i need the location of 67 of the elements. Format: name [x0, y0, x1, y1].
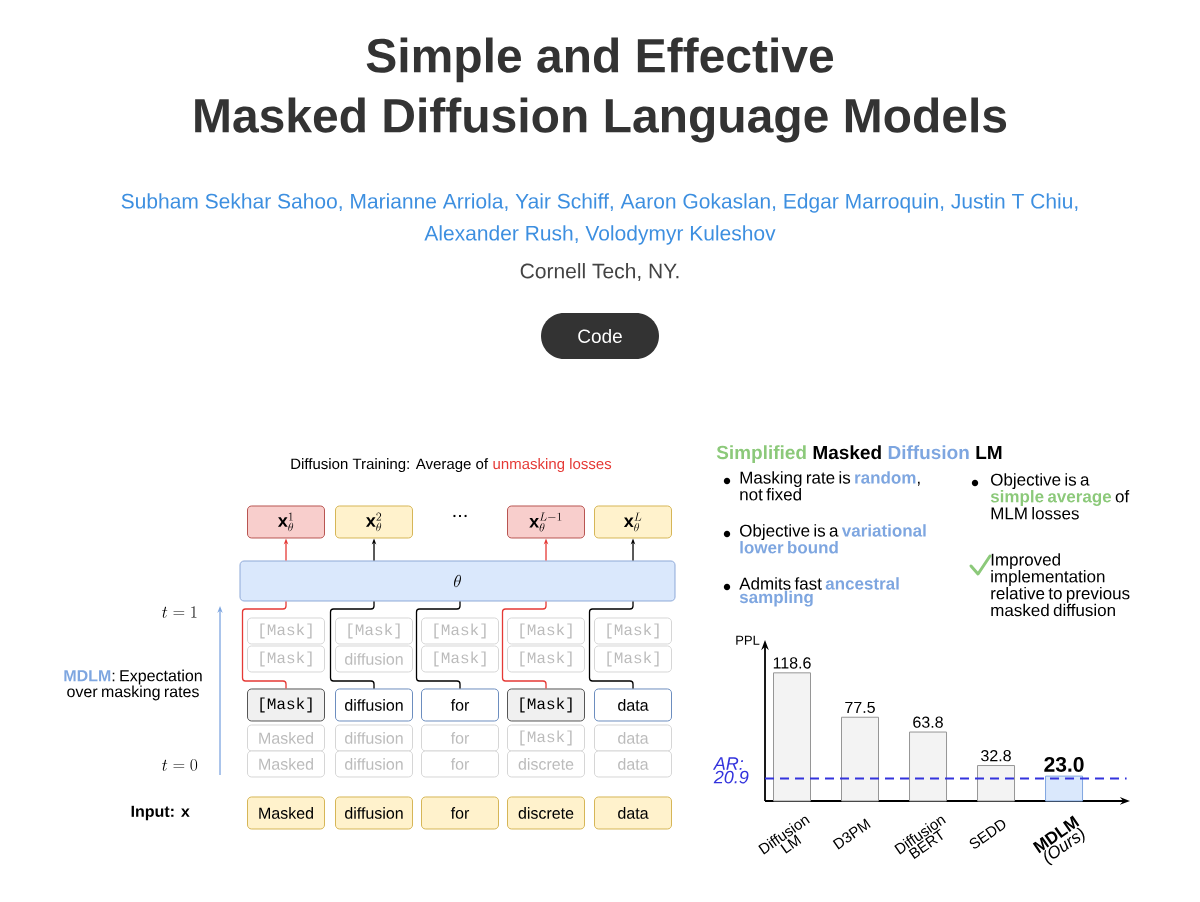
token-box: [Mask] — [247, 688, 325, 722]
bullet-text: Objective is a simple average of MLM losses — [990, 473, 1130, 520]
output-box: $\mathbf{x}_\theta^1$ — [247, 505, 325, 539]
token-box: data — [594, 688, 672, 722]
faded-token-box: [Mask] — [594, 617, 672, 645]
input-token-box: discrete — [507, 796, 585, 830]
output-box: $\mathbf{x}_\theta^L$ — [594, 505, 672, 539]
faded-token-box: discrete — [507, 750, 585, 778]
faded-token-box: diffusion — [335, 724, 413, 752]
token-box: diffusion — [335, 688, 413, 722]
output-box: $\mathbf{x}_\theta^2$ — [335, 505, 413, 539]
data-label: 63.8 — [913, 716, 943, 728]
bullet-text: Objective is a variational lower bound — [740, 524, 926, 554]
author-list: Subham Sekhar Sahoo, Marianne Arriola, Yair Schiff, Aaron Gokaslan, Edgar Marroquin, Justin T Chiu, Alexander Rush, Volodymyr Kuleshov — [121, 193, 1078, 245]
data-label: 118.6 — [773, 657, 811, 669]
model-box: $\theta$ — [239, 560, 676, 602]
faded-token-box: [Mask] — [335, 617, 413, 645]
faded-token-box: [Mask] — [421, 617, 499, 645]
faded-token-box: data — [594, 750, 672, 778]
figure-caption: unmasking losses — [493, 458, 612, 473]
affiliation: Cornell Tech, NY. — [520, 263, 679, 281]
output-box: $\mathbf{x}_\theta^{L-1}$ — [507, 505, 585, 539]
panel-heading: Simplified — [716, 445, 806, 463]
reference-label: AR: 20.9 — [712, 757, 749, 784]
token-box: for — [421, 688, 499, 722]
connector — [241, 600, 287, 690]
data-label: 77.5 — [845, 701, 875, 714]
panel-heading: Diffusion — [888, 445, 969, 460]
connector — [501, 600, 547, 690]
faded-token-box: [Mask] — [421, 645, 499, 673]
token-box: [Mask] — [507, 688, 585, 722]
data-label: 23.0 — [1044, 757, 1084, 772]
page-title: Simple and Effective Masked Diffusion Language Models — [195, 37, 1007, 143]
faded-token-box: Masked — [247, 724, 325, 752]
time-label: $t = 1$ — [162, 606, 197, 618]
input-token-box: data — [594, 796, 672, 830]
bullet-text: Improved implementation relative to previous masked diffusion — [991, 553, 1130, 617]
input-token-box: diffusion — [335, 796, 413, 830]
faded-token-box: [Mask] — [507, 617, 585, 645]
figure-caption: Diffusion Training: Average of — [291, 458, 489, 473]
faded-token-box: data — [594, 724, 672, 752]
time-label: $t = 0$ — [162, 759, 198, 771]
connector — [415, 600, 461, 690]
faded-token-box: diffusion — [335, 750, 413, 778]
row-label: Input: x — [131, 805, 190, 821]
ellipsis: ... — [453, 514, 467, 518]
annotation-text: MDLM: Expectation over masking rates — [64, 669, 202, 701]
input-token-box: for — [421, 796, 499, 830]
connector — [329, 600, 375, 690]
input-token-box: Masked — [247, 796, 325, 830]
bullet-text: Admits fast ancestral sampling — [739, 577, 899, 607]
faded-token-box: [Mask] — [247, 617, 325, 645]
data-label: 32.8 — [981, 750, 1011, 762]
connector — [588, 600, 634, 690]
faded-token-box: [Mask] — [507, 724, 585, 752]
faded-token-box: [Mask] — [247, 645, 325, 673]
faded-token-box: for — [421, 750, 499, 778]
code-button: Code — [541, 313, 659, 359]
faded-token-box: [Mask] — [594, 645, 672, 673]
bullet-text: Masking rate is random, not fixed — [740, 471, 920, 501]
panel-heading: LM — [976, 445, 1002, 459]
faded-token-box: for — [421, 724, 499, 752]
axis-title: PPL — [736, 635, 760, 645]
panel-heading: Masked — [813, 445, 881, 460]
faded-token-box: Masked — [247, 750, 325, 778]
faded-token-box: [Mask] — [507, 645, 585, 673]
faded-token-box: diffusion — [335, 645, 413, 673]
